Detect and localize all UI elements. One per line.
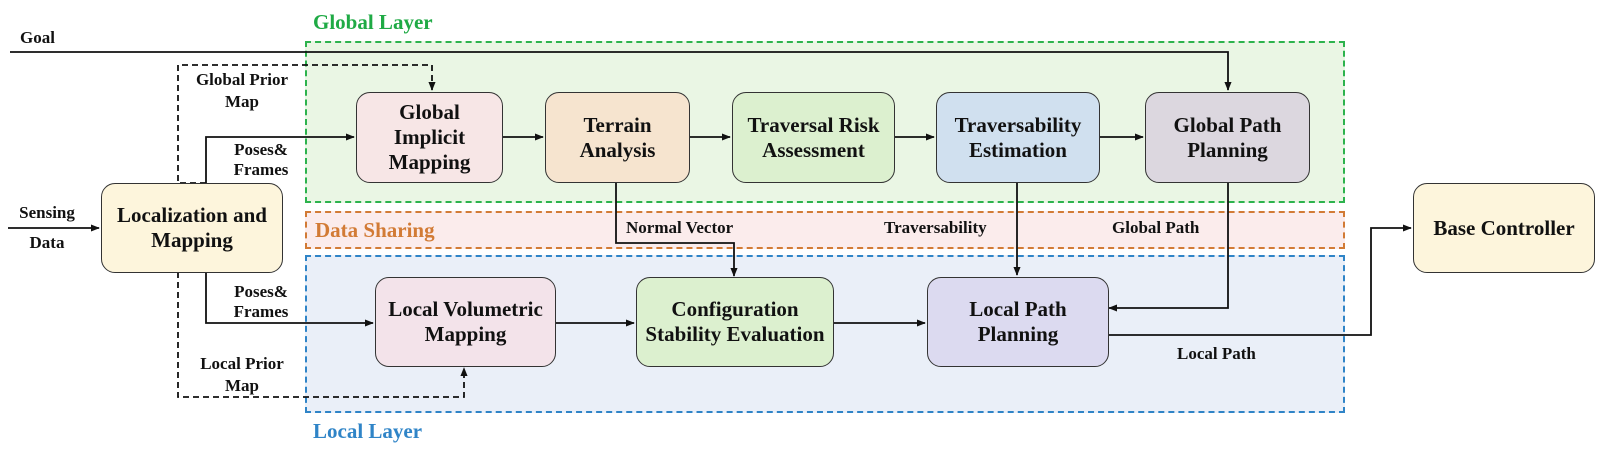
- poses-top-edge: [205, 133, 355, 183]
- global-implicit-mapping-node: Global Implicit Mapping: [356, 92, 503, 183]
- normal-vector-label: Normal Vector: [626, 218, 734, 237]
- data-sharing-title: Data Sharing: [315, 218, 435, 242]
- global-path-label: Global Path: [1112, 218, 1200, 237]
- local-layer-title: Local Layer: [313, 419, 423, 443]
- configuration-stability-node: Configuration Stability Evaluation: [636, 277, 834, 367]
- local-prior-map-label: Local Prior Map: [200, 354, 284, 395]
- global-path-planning-node: Global Path Planning: [1145, 92, 1310, 183]
- data-sharing-region: [305, 211, 1345, 249]
- local-prior-edge: [177, 269, 468, 398]
- sensing-label: Sensing: [19, 203, 75, 222]
- local-volumetric-mapping-node: Local Volumetric Mapping: [375, 277, 556, 367]
- poses-frames-top-label: Poses& Frames: [233, 140, 289, 179]
- poses-frames-bottom-label: Poses& Frames: [233, 282, 289, 321]
- global-layer-title: Global Layer: [313, 10, 433, 34]
- terrain-analysis-node: Terrain Analysis: [545, 92, 690, 183]
- global-prior-edge: [177, 64, 436, 184]
- global-prior-map-label: Global Prior Map: [195, 70, 289, 111]
- global-path-edge: [1108, 183, 1229, 312]
- local-path-label: Local Path: [1177, 344, 1256, 363]
- traversability-estimation-node: Traversability Estimation: [936, 92, 1100, 183]
- local-path-planning-node: Local Path Planning: [927, 277, 1109, 367]
- goal-edge: [10, 51, 1232, 91]
- localization-mapping-node: Localization and Mapping: [101, 183, 283, 273]
- local-path-edge: [1109, 224, 1412, 336]
- normal-vector-edge: [615, 183, 738, 277]
- traversability-label: Traversability: [884, 218, 987, 237]
- poses-bottom-edge: [205, 270, 374, 327]
- base-controller-node: Base Controller: [1413, 183, 1595, 273]
- goal-label: Goal: [20, 28, 55, 47]
- data-label: Data: [29, 233, 65, 252]
- traversal-risk-assessment-node: Traversal Risk Assessment: [732, 92, 895, 183]
